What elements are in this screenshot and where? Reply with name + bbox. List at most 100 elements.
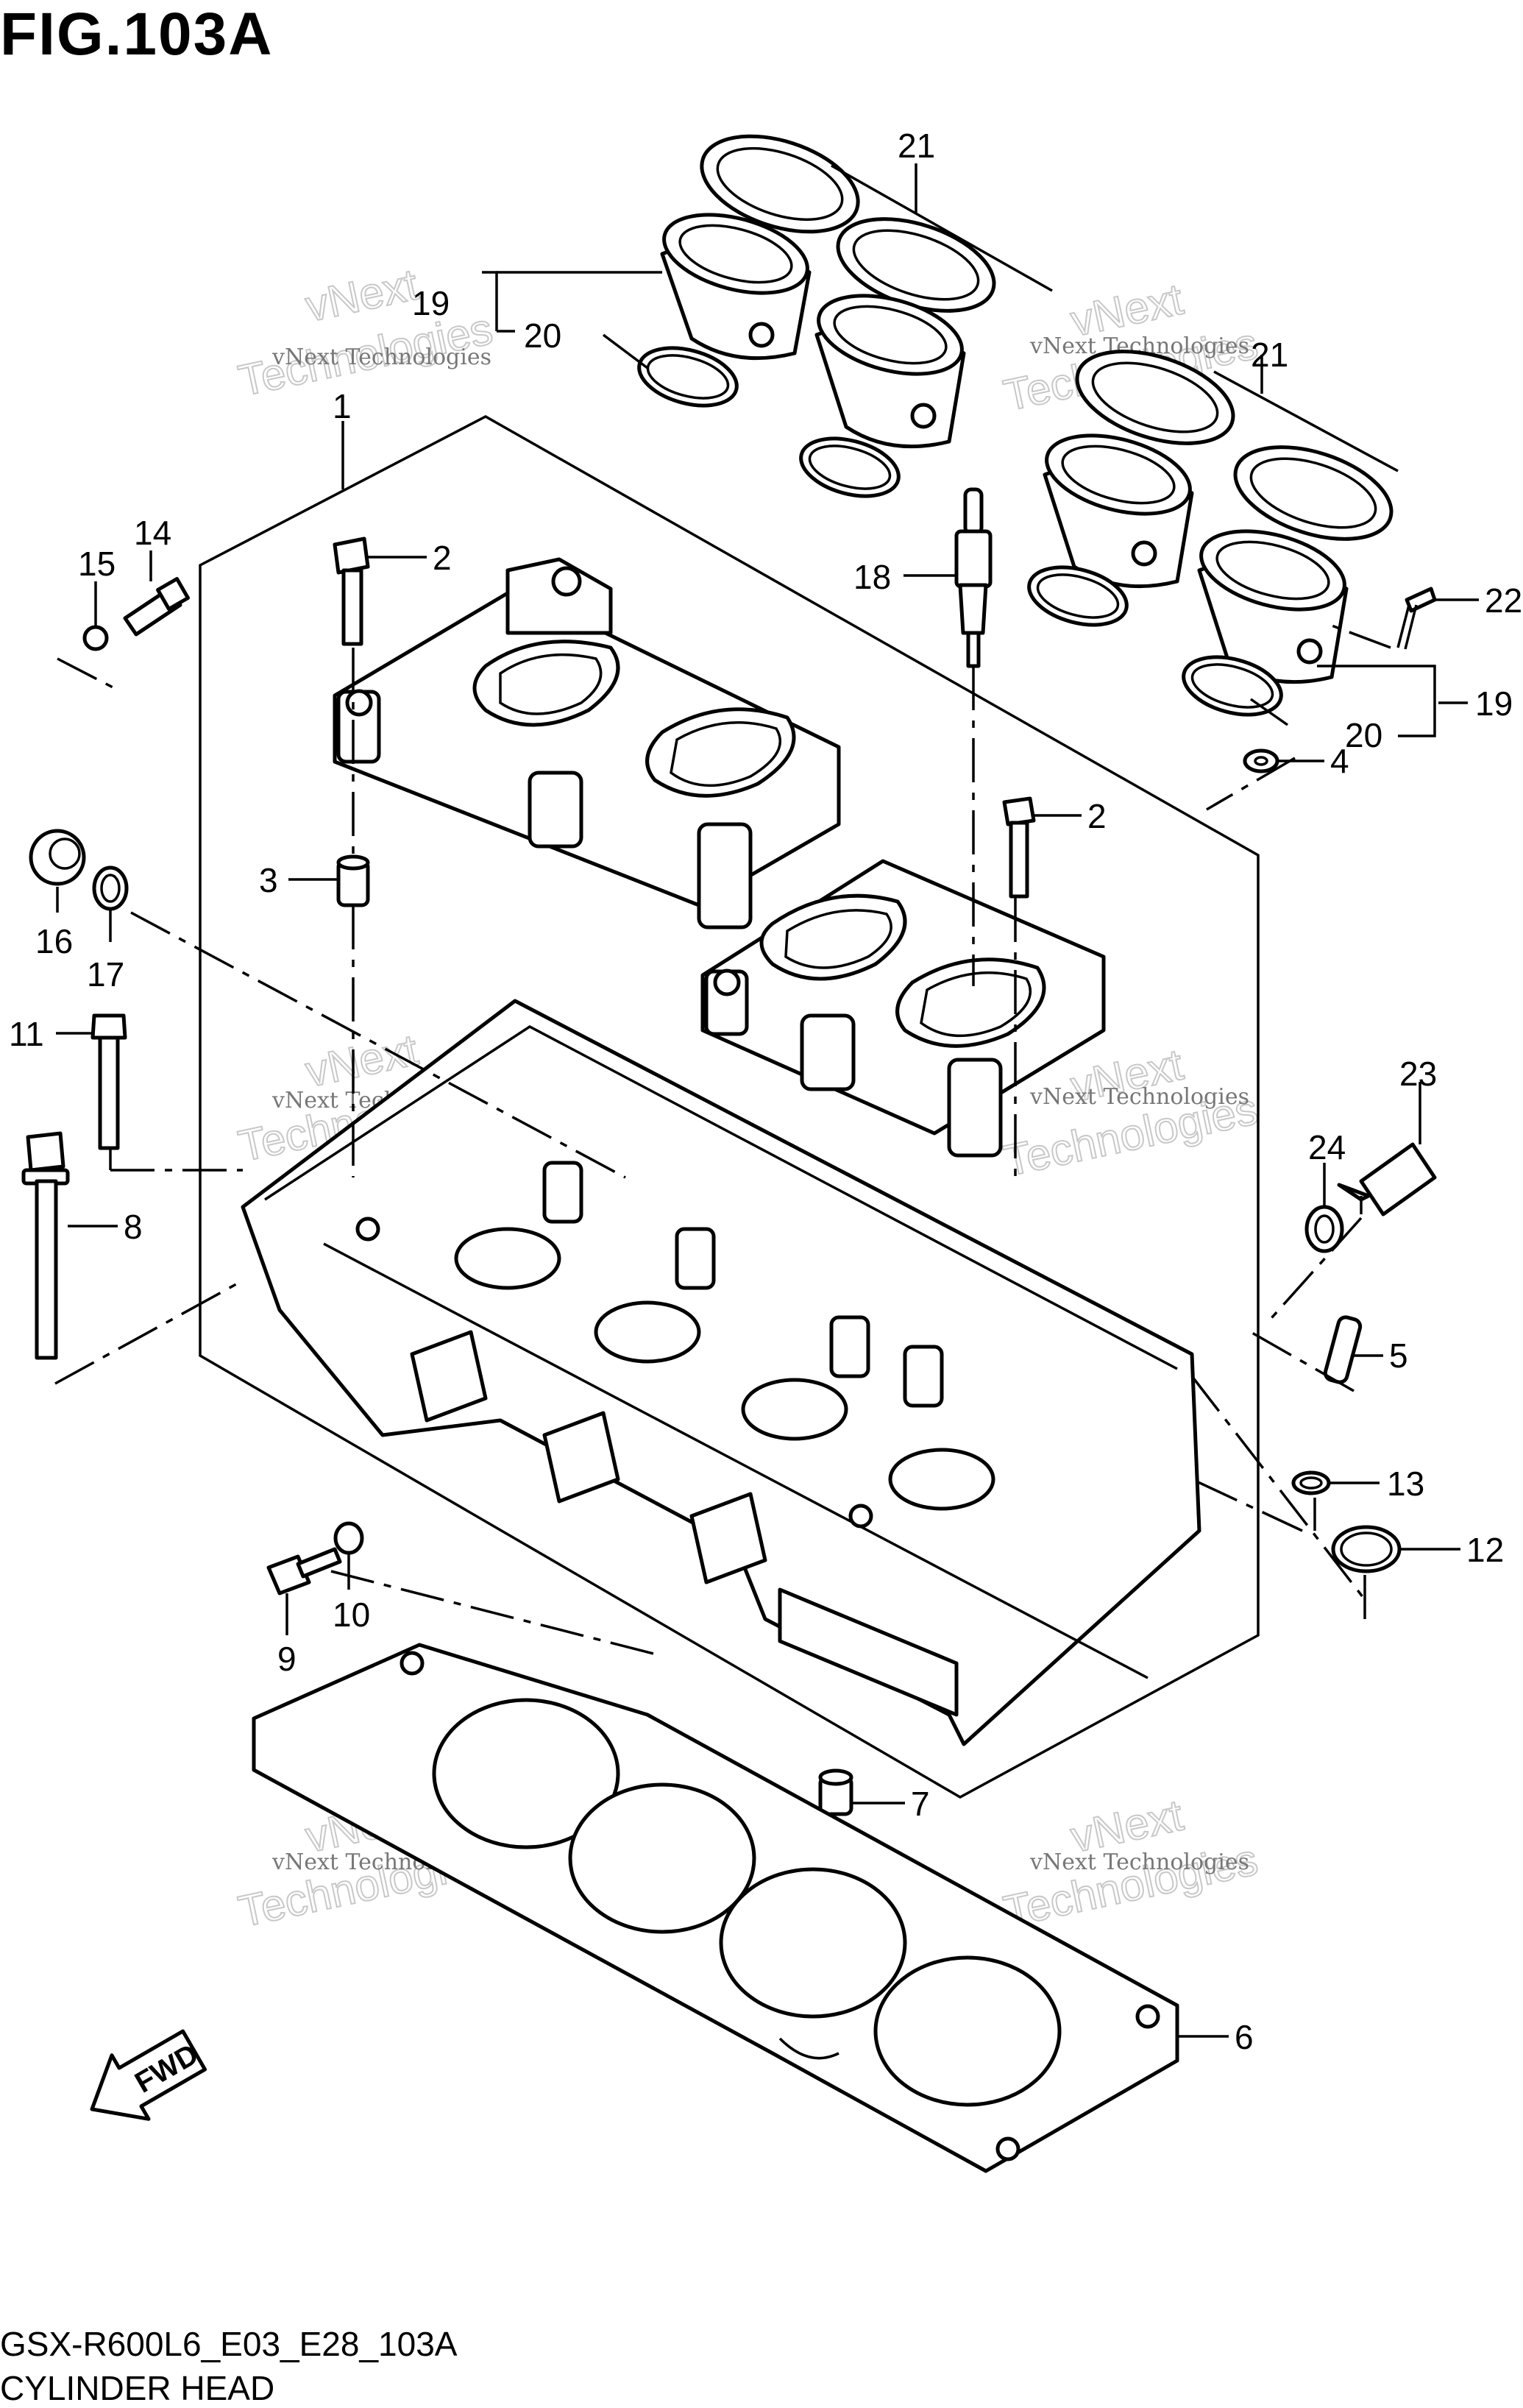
- washer-4-part: [1243, 748, 1279, 773]
- bolt-8-part: [21, 1131, 70, 1360]
- intake-pipe-part: [1061, 445, 1176, 505]
- gasket-17-part: [92, 865, 129, 911]
- callout-14: 14: [134, 514, 171, 552]
- intake-clamp-part: [716, 146, 844, 222]
- o-ring-part: [799, 436, 901, 498]
- callout-22: 22: [1485, 581, 1522, 620]
- intake-pipe-group-right: [1027, 350, 1399, 717]
- o-ring-13-part: [1291, 1470, 1331, 1495]
- exhaust-port-outlet: [410, 1330, 488, 1423]
- gasket-bore: [568, 1782, 756, 1934]
- spark-plug-part: [954, 487, 993, 668]
- callout-4: 4: [1330, 742, 1349, 780]
- callout-17: 17: [87, 955, 124, 994]
- callout-13: 13: [1387, 1465, 1424, 1503]
- callout-10: 10: [333, 1596, 370, 1634]
- fwd-arrow: FWD: [90, 2029, 207, 2121]
- callout-3: 3: [259, 861, 278, 899]
- intake-pipe-part: [1131, 540, 1157, 567]
- intake-clamp-part: [1249, 457, 1377, 529]
- intake-pipe-part: [1199, 529, 1346, 612]
- screw-22-part: [1396, 587, 1437, 650]
- intake-clamp-part: [700, 134, 860, 234]
- gasket-bore: [719, 1867, 907, 2019]
- watermark-text: vNext Technologies: [1029, 1849, 1249, 1875]
- o-ring-part: [1182, 655, 1283, 717]
- callout-5: 5: [1389, 1336, 1408, 1375]
- callout-19-upper: 19: [412, 284, 450, 322]
- camshaft-cap-front: [700, 859, 1106, 1158]
- intake-pipe-part: [817, 294, 964, 376]
- cylinder-head-port: [888, 1448, 995, 1511]
- intake-pipe-part: [748, 322, 775, 348]
- intake-pipe-part: [1296, 638, 1323, 665]
- callout-1: 1: [333, 387, 352, 425]
- intake-clamp-part: [852, 229, 980, 301]
- intake-pipe-part: [662, 213, 809, 295]
- callout-2-upper: 2: [433, 539, 452, 577]
- valve-lifter-bore: [829, 1315, 870, 1378]
- o-ring-part: [637, 346, 739, 408]
- dowel-pin-5-part: [1323, 1315, 1363, 1384]
- o-ring-part: [1036, 573, 1120, 619]
- callout-20-upper: 20: [524, 316, 561, 355]
- o-ring-part: [808, 445, 892, 490]
- fwd-arrow-shape: [90, 2029, 207, 2121]
- callout-7: 7: [911, 1785, 930, 1823]
- assembly-lines: [54, 624, 1391, 1657]
- washer-10-part: [333, 1521, 364, 1555]
- temperature-sensor-part: [1337, 1142, 1437, 1217]
- gasket-bore: [873, 1955, 1062, 2107]
- clamp-strap-part: [1213, 370, 1399, 472]
- plug-16-part: [29, 829, 86, 886]
- valve-lifter-bore: [542, 1161, 583, 1224]
- model-code: GSX-R600L6_E03_E28_103A: [0, 2325, 458, 2363]
- callout-21-upper: 21: [898, 127, 935, 165]
- bolt-9-part: [266, 1547, 342, 1596]
- intake-pipe-part: [1045, 433, 1192, 516]
- figure-title: FIG.103A: [0, 1, 274, 68]
- callout-20-lower: 20: [1345, 716, 1382, 754]
- callout-2-lower: 2: [1087, 797, 1107, 835]
- exhaust-port-outlet: [689, 1492, 767, 1584]
- callout-16: 16: [35, 922, 73, 960]
- intake-pipe-part: [678, 224, 793, 284]
- head-bolt-hole: [848, 1504, 873, 1529]
- o-ring-part: [1027, 565, 1129, 627]
- cylinder-head-port: [741, 1378, 848, 1441]
- intake-pipe-part: [833, 305, 948, 365]
- gasket-bore: [432, 1698, 620, 1849]
- callout-8: 8: [124, 1208, 143, 1246]
- o-ring-part: [646, 354, 730, 400]
- callout-19-lower: 19: [1475, 684, 1513, 723]
- bolt-11-part: [90, 1013, 127, 1150]
- washer-24-part: [1304, 1205, 1344, 1253]
- intake-pipe-part: [910, 403, 937, 429]
- exhaust-port-outlet: [542, 1411, 620, 1504]
- valve-lifter-bore: [903, 1345, 944, 1408]
- dowel-pin-3-part: [336, 854, 370, 907]
- callout-9: 9: [277, 1640, 297, 1678]
- dowel-pin-7-part: [818, 1768, 853, 1816]
- fitting-14-part: [123, 577, 190, 637]
- o-ring-part: [1190, 663, 1274, 709]
- camshaft-cap-rear: [333, 557, 841, 929]
- cylinder-head-body: [241, 999, 1201, 1746]
- intake-clamp-part: [1233, 445, 1394, 541]
- callout-6: 6: [1235, 2018, 1254, 2056]
- gasket-15-part: [82, 625, 109, 651]
- assembly-frame: [199, 415, 1260, 1799]
- cam-cap-bolt-right: [1002, 796, 1036, 899]
- intake-clamp-part: [1091, 361, 1219, 433]
- valve-lifter-bore: [675, 1227, 716, 1290]
- watermark-text: vNext Technologies: [271, 344, 491, 370]
- callout-21-lower: 21: [1251, 336, 1288, 374]
- callout-23: 23: [1399, 1055, 1437, 1093]
- callout-12: 12: [1466, 1531, 1504, 1569]
- intake-pipe-group-left: [637, 134, 1053, 498]
- o-ring-12-part: [1331, 1525, 1402, 1573]
- cam-cap-bolt-left: [333, 537, 370, 646]
- intake-clamp-part: [1075, 350, 1235, 445]
- callout-labels: 1 2 2 3 4 5 6 7 8 9 10 11 12 13 14 15 16…: [9, 127, 1522, 2056]
